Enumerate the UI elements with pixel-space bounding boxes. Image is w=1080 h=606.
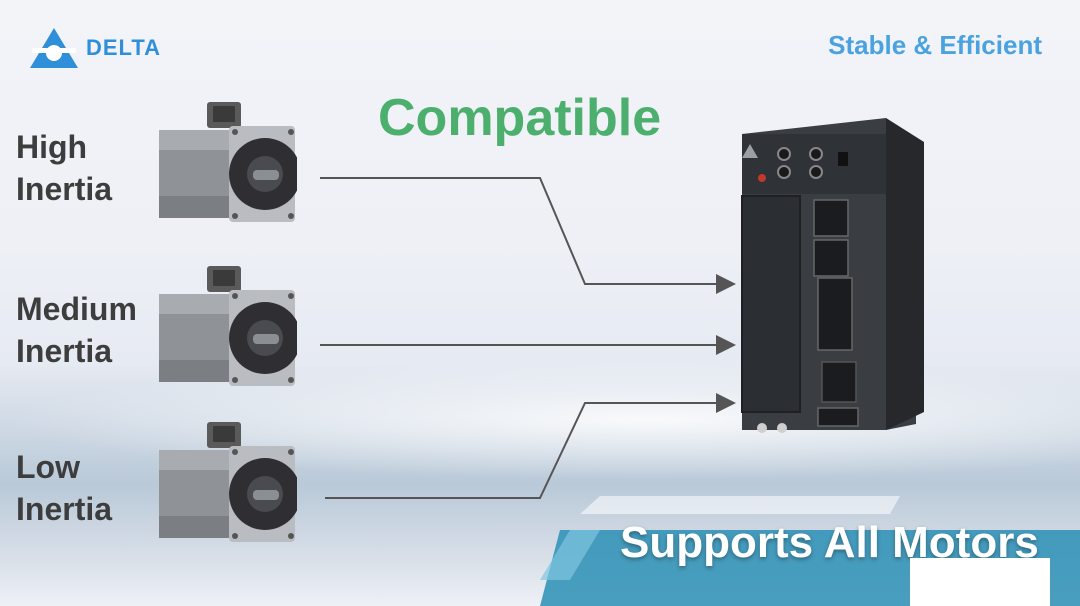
low-inertia-arrow — [325, 393, 736, 499]
tagline: Stable & Efficient — [828, 30, 1042, 60]
label-high-inertia: High Inertia — [16, 129, 113, 207]
delta-logo: DELTA — [28, 26, 161, 70]
overlay-patch — [910, 558, 1050, 606]
low-inertia-motor-image — [159, 422, 297, 542]
medium-inertia-motor-image — [159, 266, 297, 386]
delta-logo-icon — [30, 28, 78, 68]
high-inertia-motor-image — [159, 102, 297, 222]
label-low-inertia: Low Inertia — [16, 449, 113, 527]
servo-drive-image — [741, 118, 924, 433]
headline: Compatible — [378, 89, 662, 147]
high-inertia-arrow — [320, 177, 736, 294]
logo-text: DELTA — [86, 35, 162, 60]
label-medium-inertia: Medium Inertia — [16, 291, 137, 369]
